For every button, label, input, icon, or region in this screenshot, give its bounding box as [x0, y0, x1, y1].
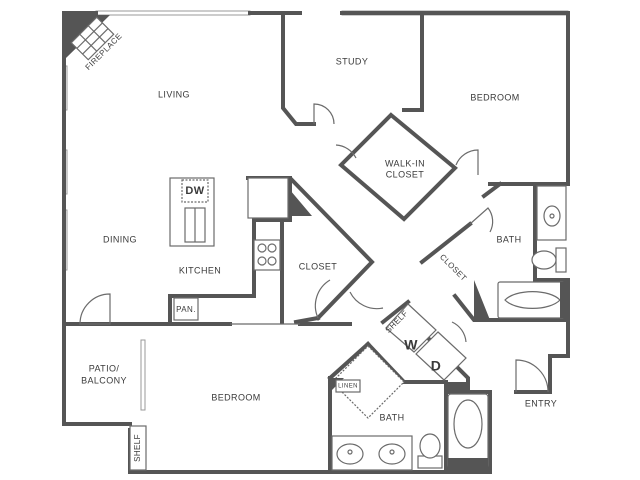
bath-lower-label: BATH: [380, 412, 405, 422]
fireplace: [66, 15, 115, 61]
upper-bath-fixtures: [474, 185, 567, 320]
lower-bath-fixtures: [331, 345, 489, 471]
entry-label: ENTRY: [525, 398, 557, 408]
bedroom-lower-label: BEDROOM: [211, 392, 260, 402]
interior-walls: [78, 11, 570, 474]
patio-label-1: PATIO/: [89, 363, 120, 373]
exterior-walls: [62, 11, 570, 474]
pantry-label: PAN.: [176, 305, 196, 314]
patio-label-2: BALCONY: [81, 375, 127, 385]
kitchen-label: KITCHEN: [179, 265, 221, 275]
door-swings: [79, 103, 549, 399]
dining-label: DINING: [103, 234, 137, 244]
dryer-label: D: [431, 358, 442, 374]
kitchen-counter: [173, 177, 312, 321]
shelf-lower-label: SHELF: [133, 434, 142, 462]
laundry: [385, 303, 470, 392]
linen-label: LINEN: [338, 384, 358, 390]
closet-hall-label: CLOSET: [299, 261, 338, 271]
bedroom-main-label: BEDROOM: [470, 92, 519, 102]
lower-shelf: [129, 425, 147, 471]
washer-label: W: [404, 337, 418, 353]
dw-label: DW: [185, 185, 204, 197]
walk-in-closet-label-2: CLOSET: [386, 169, 425, 179]
walk-in-closet-label-1: WALK-IN: [385, 158, 425, 168]
kitchen-island: [169, 177, 215, 247]
bath-upper-label: BATH: [497, 234, 522, 244]
closet-bath-label: CLOSET: [438, 252, 469, 283]
living-label: LIVING: [158, 89, 190, 99]
windows: [62, 10, 569, 411]
study-label: STUDY: [336, 56, 369, 66]
